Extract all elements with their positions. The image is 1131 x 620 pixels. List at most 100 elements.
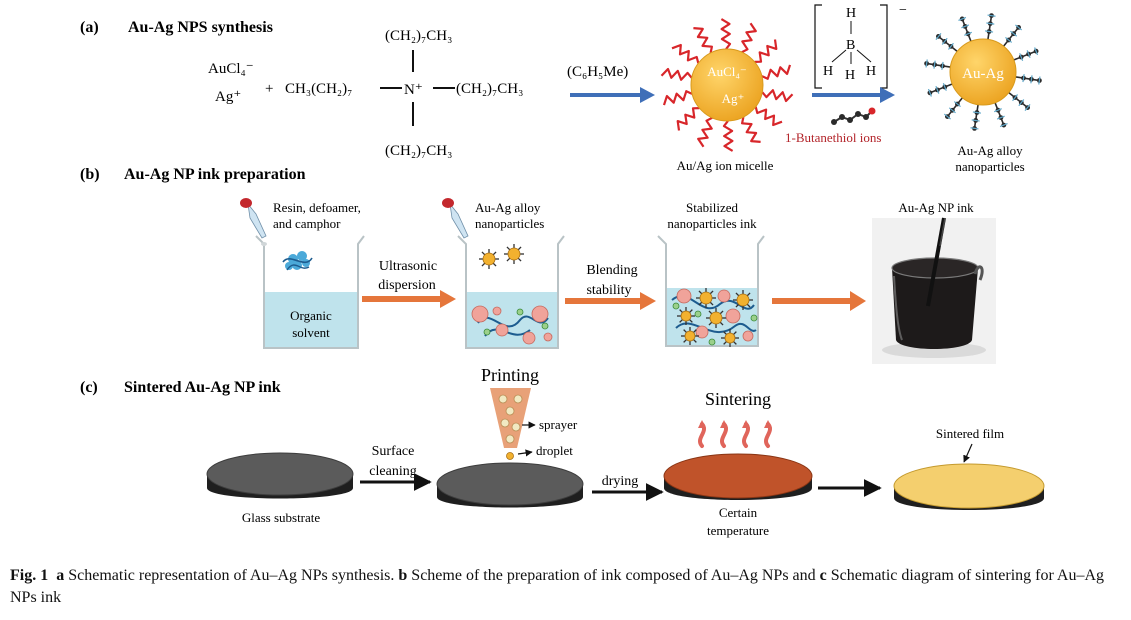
micelle-tail [761,89,794,103]
ag-plus-label: Ag⁺ [215,89,241,105]
caption-c: c [819,567,827,584]
butanethiol-molecule [831,107,876,125]
beaker1-additive-line1: Resin, defoamer, [273,200,361,215]
micelle-core [690,48,764,122]
resin-droplet [676,288,692,304]
ligand-h [935,85,940,94]
polymer-chain [675,322,757,333]
droplet-label: droplet [536,443,573,458]
droplet-icon [506,452,514,460]
additive-bead [750,314,758,322]
film-label: Sintered film [936,426,1004,441]
borohydride-ion: − H B H H H [814,3,907,89]
plus-sign: + [265,81,273,97]
resin-droplet [695,325,709,339]
ligand-h [1005,36,1013,43]
reagent-left-chain: CH₃(CH₂)₇ [285,81,352,97]
product-caption-line1: Au-Ag alloy [957,143,1023,158]
np-spike [698,290,703,295]
product-core-label: Au-Ag [962,66,1004,82]
product-ligands [924,13,1042,131]
np-spike [506,257,511,262]
hydrogen-center: H [845,68,855,83]
panel-a-label: (a) [80,19,99,36]
np-particle [684,330,696,342]
sintering-label: Sintering [705,389,771,409]
np-spike [746,292,751,297]
hydrogen-right: H [866,64,876,79]
droplet-pointer [517,449,533,457]
ligand-h [985,30,994,33]
additive-bead [516,308,524,316]
beaker1-liquid-line1: Organic [290,308,332,323]
ligand-h [1024,104,1031,112]
micelle-tail [761,64,792,80]
caption-text-b: Scheme of the preparation of ink compose… [407,567,820,584]
sintered-film-substrate [893,463,1045,510]
np-spike [679,319,683,323]
micelle-tail [676,107,700,131]
ligand-h [972,111,981,114]
additive-bead [483,328,491,336]
orange-arrow-1 [362,290,456,308]
heat-wave-tip [720,420,728,428]
micelle-ag: Ag⁺ [722,91,745,106]
np-spike [719,310,724,315]
ligand-h [1026,50,1031,59]
thiol-atom [831,119,837,125]
resin-droplet [531,305,549,323]
additive-bead [708,338,716,346]
beaker3-label-line1: Stabilized [686,200,738,215]
np-spike [689,319,693,323]
step1-line1: Ultrasonic [379,259,437,274]
orange-arrow-3 [772,291,866,311]
ligand-h [935,32,942,40]
np-spike [698,301,703,306]
np-spike [708,310,713,315]
figure-diagram: (a) Au-Ag NPS synthesis AuCl₄⁻ Ag⁺ + CH₃… [80,3,1045,538]
caption-b: b [398,567,408,584]
ligand-h [941,37,948,45]
ligand-h [925,59,928,68]
np-spike [506,246,511,251]
ligand-h [943,113,951,120]
beaker1-liquid-line2: solvent [292,325,330,340]
micelle-tail [671,43,700,64]
np-spike [719,321,724,326]
resin-droplet [522,331,536,345]
glass-substrate [206,452,354,499]
micelle-tail [720,18,732,50]
np-particle [699,291,713,305]
ligand-h [999,123,1008,128]
additive-bead [672,302,680,310]
panel-c-label: (c) [80,379,98,396]
micelle-tail [754,106,783,127]
thiol-atom [855,111,861,117]
micelle-aucl4: AuCl₄⁻ [707,64,747,79]
ligand-h [996,115,1005,120]
ligand-h [986,22,995,25]
micelle-tail [754,39,778,63]
ligand-h [947,42,954,50]
glass-caption: Glass substrate [242,510,321,525]
ligand-h [970,127,979,130]
np-spike [683,339,687,343]
ligand-h [961,24,970,29]
np-spike [733,331,737,335]
thiol-atom [863,114,869,120]
beaker-dispersion [457,235,565,349]
blue-arrow-2 [812,87,895,103]
caption-text-a: Schematic representation of Au–Ag NPs sy… [64,567,399,584]
panel-c-title: Sintered Au-Ag NP ink [124,379,281,396]
ligand-h [1019,53,1024,61]
ligand-h [971,119,980,122]
micelle-tail [741,22,757,54]
drying-label: drying [602,474,639,489]
ligand-h [1022,74,1025,83]
boron-atom: B [846,38,855,53]
ligand-h [1034,47,1039,56]
np-spike [689,309,693,313]
np-spike [481,251,486,256]
resin-droplet [495,323,509,337]
heat-wave-tip [742,420,750,428]
